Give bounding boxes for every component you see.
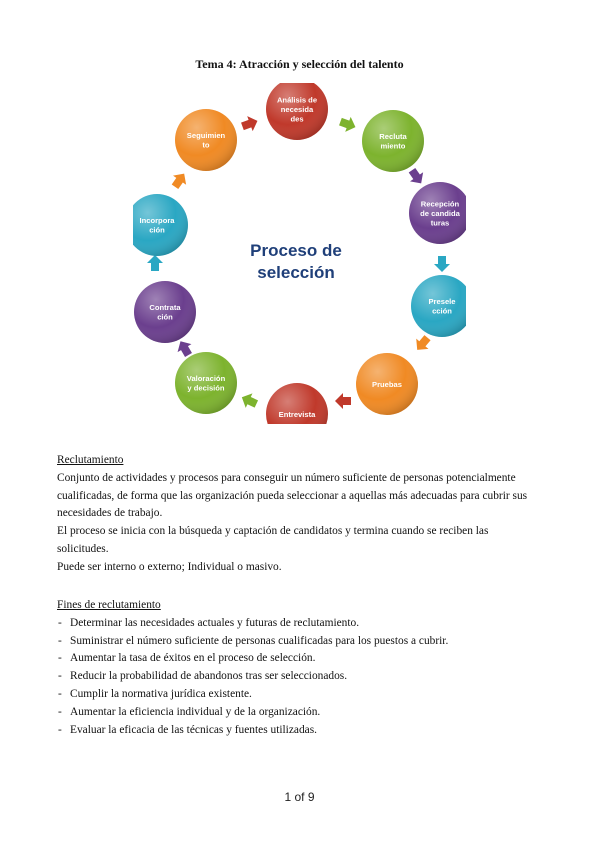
- process-step-label: Valoración: [187, 374, 226, 383]
- flow-arrow-icon: [241, 116, 258, 132]
- document-title: Tema 4: Atracción y selección del talent…: [195, 57, 404, 71]
- process-step-label: Recepción: [421, 199, 460, 208]
- process-step-highlight: [175, 352, 237, 414]
- list-item: Reducir la probabilidad de abandonos tra…: [57, 668, 542, 686]
- process-step-highlight: [133, 194, 188, 256]
- process-step-label: Recluta: [379, 132, 407, 141]
- reclutamiento-heading: Reclutamiento: [57, 454, 124, 466]
- diagram-center-title-line-1: Proceso de: [250, 241, 342, 260]
- process-step-label: necesida: [281, 105, 314, 114]
- process-step-highlight: [409, 182, 466, 244]
- process-step-label: turas: [431, 218, 450, 227]
- reclutamiento-paragraph-1: Conjunto de actividades y procesos para …: [57, 471, 528, 520]
- process-step-label: Contrata: [149, 303, 181, 312]
- reclutamiento-paragraph-2: El proceso se inicia con la búsqueda y c…: [57, 525, 489, 555]
- process-step-label: y decisión: [187, 384, 224, 393]
- list-item: Suministrar el número suficiente de pers…: [57, 633, 542, 651]
- process-step-label: Pruebas: [372, 380, 402, 389]
- process-step-highlight: [266, 383, 328, 424]
- flow-arrow-icon: [171, 173, 187, 190]
- fines-heading: Fines de reclutamiento: [57, 599, 161, 611]
- process-step-label: cción: [432, 307, 452, 316]
- process-step-label: ción: [157, 313, 173, 322]
- process-step-highlight: [411, 275, 466, 337]
- process-step-highlight: [266, 83, 328, 140]
- flow-arrow-icon: [408, 167, 424, 184]
- page-indicator: 1 of 9: [284, 790, 315, 804]
- reclutamiento-paragraph-3: Puede ser interno o externo; Individual …: [57, 560, 282, 573]
- process-step-label: de candida: [420, 209, 460, 218]
- flow-arrow-icon: [177, 341, 192, 358]
- process-step-label: Análisis de: [277, 95, 317, 104]
- flow-arrow-icon: [434, 256, 450, 272]
- list-item: Aumentar la tasa de éxitos en el proceso…: [57, 650, 542, 668]
- process-step-label: Presele: [428, 297, 455, 306]
- flow-arrow-icon: [416, 335, 431, 350]
- process-step-label: miento: [381, 142, 406, 151]
- list-item: Cumplir la normativa jurídica existente.: [57, 686, 542, 704]
- flow-arrow-icon: [241, 393, 259, 408]
- process-step-highlight: [134, 281, 196, 343]
- flow-arrow-icon: [339, 116, 356, 132]
- process-step-node: Entrevista: [266, 383, 328, 424]
- process-step-node: Pruebas: [356, 353, 418, 415]
- flow-arrow-icon: [335, 393, 351, 409]
- process-step-label: Seguimien: [187, 131, 226, 140]
- process-step-node: Reclutamiento: [362, 110, 424, 172]
- list-item: Aumentar la eficiencia individual y de l…: [57, 704, 542, 722]
- process-step-highlight: [175, 109, 237, 171]
- process-step-highlight: [362, 110, 424, 172]
- process-step-label: Incorpora: [139, 216, 175, 225]
- process-step-label: Entrevista: [279, 410, 316, 419]
- process-step-label: ción: [149, 226, 165, 235]
- flow-arrow-icon: [147, 255, 163, 271]
- diagram-center-title-line-2: selección: [257, 263, 335, 282]
- process-step-highlight: [356, 353, 418, 415]
- reclutamiento-section: Reclutamiento Conjunto de actividades y …: [57, 452, 542, 577]
- fines-section: Fines de reclutamiento Determinar las ne…: [57, 597, 542, 739]
- list-item: Determinar las necesidades actuales y fu…: [57, 615, 542, 633]
- list-item: Evaluar la eficacia de las técnicas y fu…: [57, 722, 542, 740]
- process-cycle-graphic: Análisis denecesidadesReclutamientoRecep…: [133, 83, 466, 424]
- process-step-label: des: [290, 114, 303, 123]
- process-step-label: to: [202, 141, 210, 150]
- fines-list: Determinar las necesidades actuales y fu…: [57, 615, 542, 740]
